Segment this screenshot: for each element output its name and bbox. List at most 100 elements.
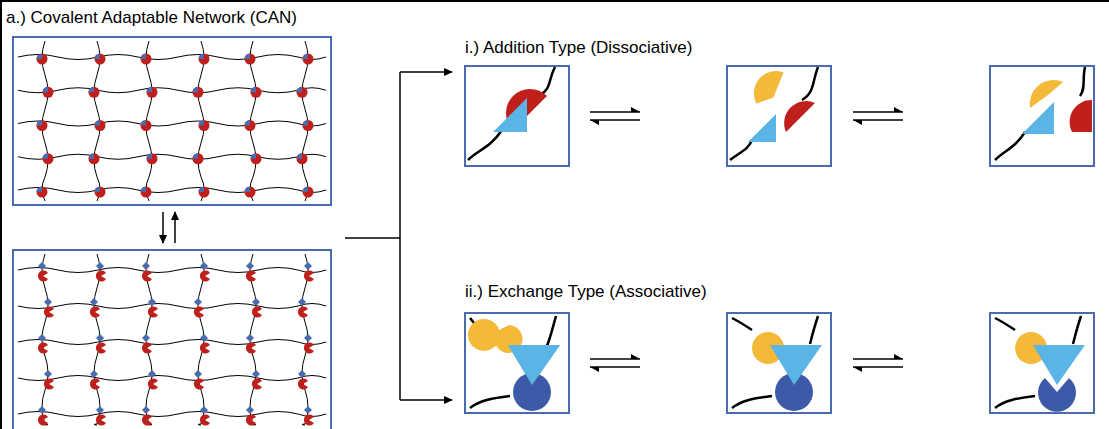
crosslink-dot bbox=[95, 187, 101, 193]
crosslink-dot bbox=[199, 54, 205, 60]
open-end bbox=[194, 379, 204, 390]
open-end bbox=[200, 415, 210, 426]
open-end bbox=[148, 307, 158, 318]
open-end bbox=[246, 406, 254, 414]
polymer-strand bbox=[18, 154, 326, 159]
open-end bbox=[38, 406, 46, 414]
crosslink-dot bbox=[89, 87, 100, 98]
open-end bbox=[246, 415, 256, 426]
crosslink-dot bbox=[147, 87, 158, 98]
crosslink-dot bbox=[193, 87, 199, 93]
polymer-strand bbox=[18, 268, 326, 273]
open-end bbox=[246, 334, 254, 342]
crosslink-dot bbox=[199, 120, 205, 126]
open-end bbox=[44, 307, 54, 318]
crosslink-dot bbox=[37, 54, 48, 65]
equilibrium-arrows bbox=[163, 212, 175, 243]
crosslink-dot bbox=[141, 54, 152, 65]
crosslink-dot bbox=[193, 153, 204, 164]
broken-network bbox=[18, 254, 326, 426]
crosslink-dot bbox=[37, 187, 48, 198]
crosslink-dot bbox=[141, 120, 152, 131]
crosslink-dot bbox=[147, 87, 153, 93]
open-end bbox=[142, 415, 152, 426]
open-end bbox=[304, 406, 312, 414]
crosslink-dot bbox=[199, 187, 210, 198]
crosslink-dot bbox=[245, 187, 256, 198]
open-end bbox=[90, 307, 100, 318]
open-end bbox=[96, 334, 104, 342]
crosslink-dot bbox=[251, 153, 262, 164]
exchange-step-1 bbox=[468, 316, 560, 411]
open-end bbox=[44, 370, 52, 378]
addition-step-3 bbox=[995, 67, 1092, 160]
open-end bbox=[142, 271, 152, 282]
crosslink-dot bbox=[89, 153, 100, 164]
open-end bbox=[96, 406, 104, 414]
polymer-strand bbox=[302, 41, 308, 201]
open-end bbox=[200, 334, 208, 342]
open-end bbox=[200, 262, 208, 270]
polymer-strand bbox=[18, 88, 326, 93]
open-end bbox=[252, 370, 260, 378]
addition-step-2 bbox=[730, 67, 818, 160]
open-end bbox=[142, 262, 150, 270]
reversible-arrows bbox=[590, 112, 903, 367]
crosslink-dot bbox=[303, 187, 314, 198]
bonded-network bbox=[18, 41, 326, 201]
crosslink-dot bbox=[141, 54, 147, 60]
crosslink-dot bbox=[245, 120, 256, 131]
crosslink-dot bbox=[95, 120, 101, 126]
open-end bbox=[194, 298, 202, 306]
section-label: i.) Addition Type (Dissociative) bbox=[463, 38, 694, 58]
crosslink-dot bbox=[251, 153, 257, 159]
open-end bbox=[38, 334, 46, 342]
polymer-strand bbox=[18, 304, 326, 309]
open-end bbox=[38, 415, 48, 426]
crosslink-dot bbox=[43, 153, 54, 164]
crosslink-dot bbox=[199, 120, 210, 131]
polymer-strand bbox=[18, 121, 326, 126]
crosslink-dot bbox=[37, 120, 43, 126]
crosslink-dot bbox=[141, 187, 152, 198]
crosslink-dot bbox=[303, 54, 314, 65]
open-end bbox=[38, 262, 46, 270]
crosslink-dot bbox=[37, 54, 43, 60]
open-end bbox=[246, 262, 254, 270]
crosslink-dot bbox=[147, 153, 158, 164]
open-end bbox=[148, 298, 156, 306]
crosslink-dot bbox=[43, 153, 49, 159]
polymer-strand bbox=[18, 412, 326, 417]
polymer-strand bbox=[94, 41, 100, 201]
open-end bbox=[298, 379, 308, 390]
step-panels bbox=[465, 66, 1094, 413]
open-end bbox=[304, 334, 312, 342]
open-end bbox=[44, 298, 52, 306]
crosslink-dot bbox=[297, 153, 303, 159]
open-end bbox=[96, 343, 106, 354]
polymer-strand bbox=[18, 376, 326, 381]
open-end bbox=[200, 406, 208, 414]
crosslink-dot bbox=[251, 87, 262, 98]
open-end bbox=[252, 298, 260, 306]
crosslink-dot bbox=[89, 87, 95, 93]
open-end bbox=[96, 262, 104, 270]
open-end bbox=[38, 271, 48, 282]
crosslink-dot bbox=[297, 87, 308, 98]
crosslink-dot bbox=[43, 87, 54, 98]
open-end bbox=[90, 298, 98, 306]
open-end bbox=[142, 406, 150, 414]
crosslink-dot bbox=[193, 87, 204, 98]
open-end bbox=[304, 262, 312, 270]
open-end bbox=[246, 343, 256, 354]
network-panels bbox=[13, 37, 331, 429]
open-end bbox=[252, 379, 262, 390]
branch-bracket bbox=[345, 72, 452, 400]
crosslink-dot bbox=[95, 187, 106, 198]
crosslink-dot bbox=[251, 87, 257, 93]
polymer-strand bbox=[18, 340, 326, 345]
crosslink-dot bbox=[199, 54, 210, 65]
crosslink-dot bbox=[89, 153, 95, 159]
